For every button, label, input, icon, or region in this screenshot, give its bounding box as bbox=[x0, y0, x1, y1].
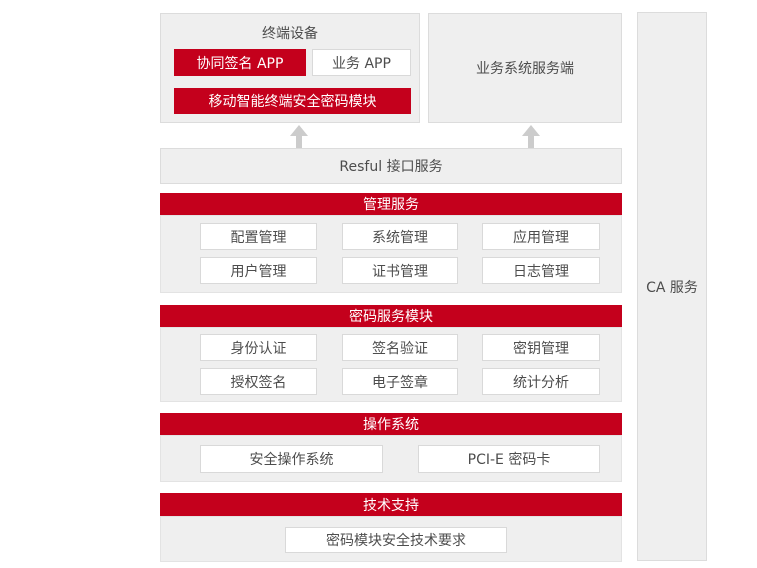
service-box-secure-os: 安全操作系统 bbox=[200, 445, 383, 473]
service-box-authorized-signing: 授权签名 bbox=[200, 368, 317, 395]
business-app-box: 业务 APP bbox=[312, 49, 411, 76]
mobile-security-module-box: 移动智能终端安全密码模块 bbox=[174, 88, 411, 114]
service-box-signature-verify: 签名验证 bbox=[342, 334, 458, 361]
ca-service-box: CA 服务 bbox=[637, 12, 707, 561]
service-box-cert-mgmt: 证书管理 bbox=[342, 257, 458, 284]
service-box-config-mgmt: 配置管理 bbox=[200, 223, 317, 250]
restful-interface-bar: Resful 接口服务 bbox=[160, 148, 622, 184]
service-box-crypto-module-requirements: 密码模块安全技术要求 bbox=[285, 527, 507, 553]
terminal-device-title: 终端设备 bbox=[262, 26, 318, 42]
section-header-tech-support: 技术支持 bbox=[160, 493, 622, 516]
service-box-statistics: 统计分析 bbox=[482, 368, 600, 395]
section-header-os: 操作系统 bbox=[160, 413, 622, 435]
up-arrow-icon bbox=[520, 125, 542, 148]
business-server-box: 业务系统服务端 bbox=[428, 13, 622, 123]
arrow-stem bbox=[528, 136, 534, 148]
service-box-electronic-seal: 电子签章 bbox=[342, 368, 458, 395]
section-header-management: 管理服务 bbox=[160, 193, 622, 215]
arrow-head bbox=[522, 125, 540, 136]
service-box-system-mgmt: 系统管理 bbox=[342, 223, 458, 250]
arrow-head bbox=[290, 125, 308, 136]
up-arrow-icon bbox=[288, 125, 310, 148]
collaborative-signing-app-box: 协同签名 APP bbox=[174, 49, 306, 76]
arrow-stem bbox=[296, 136, 302, 148]
service-box-app-mgmt: 应用管理 bbox=[482, 223, 600, 250]
service-box-key-mgmt: 密钥管理 bbox=[482, 334, 600, 361]
terminal-device-box: 终端设备 协同签名 APP 业务 APP 移动智能终端安全密码模块 bbox=[160, 13, 420, 123]
section-header-crypto-services: 密码服务模块 bbox=[160, 305, 622, 327]
service-box-log-mgmt: 日志管理 bbox=[482, 257, 600, 284]
service-box-identity-auth: 身份认证 bbox=[200, 334, 317, 361]
service-box-user-mgmt: 用户管理 bbox=[200, 257, 317, 284]
service-box-pcie-crypto-card: PCI-E 密码卡 bbox=[418, 445, 600, 473]
